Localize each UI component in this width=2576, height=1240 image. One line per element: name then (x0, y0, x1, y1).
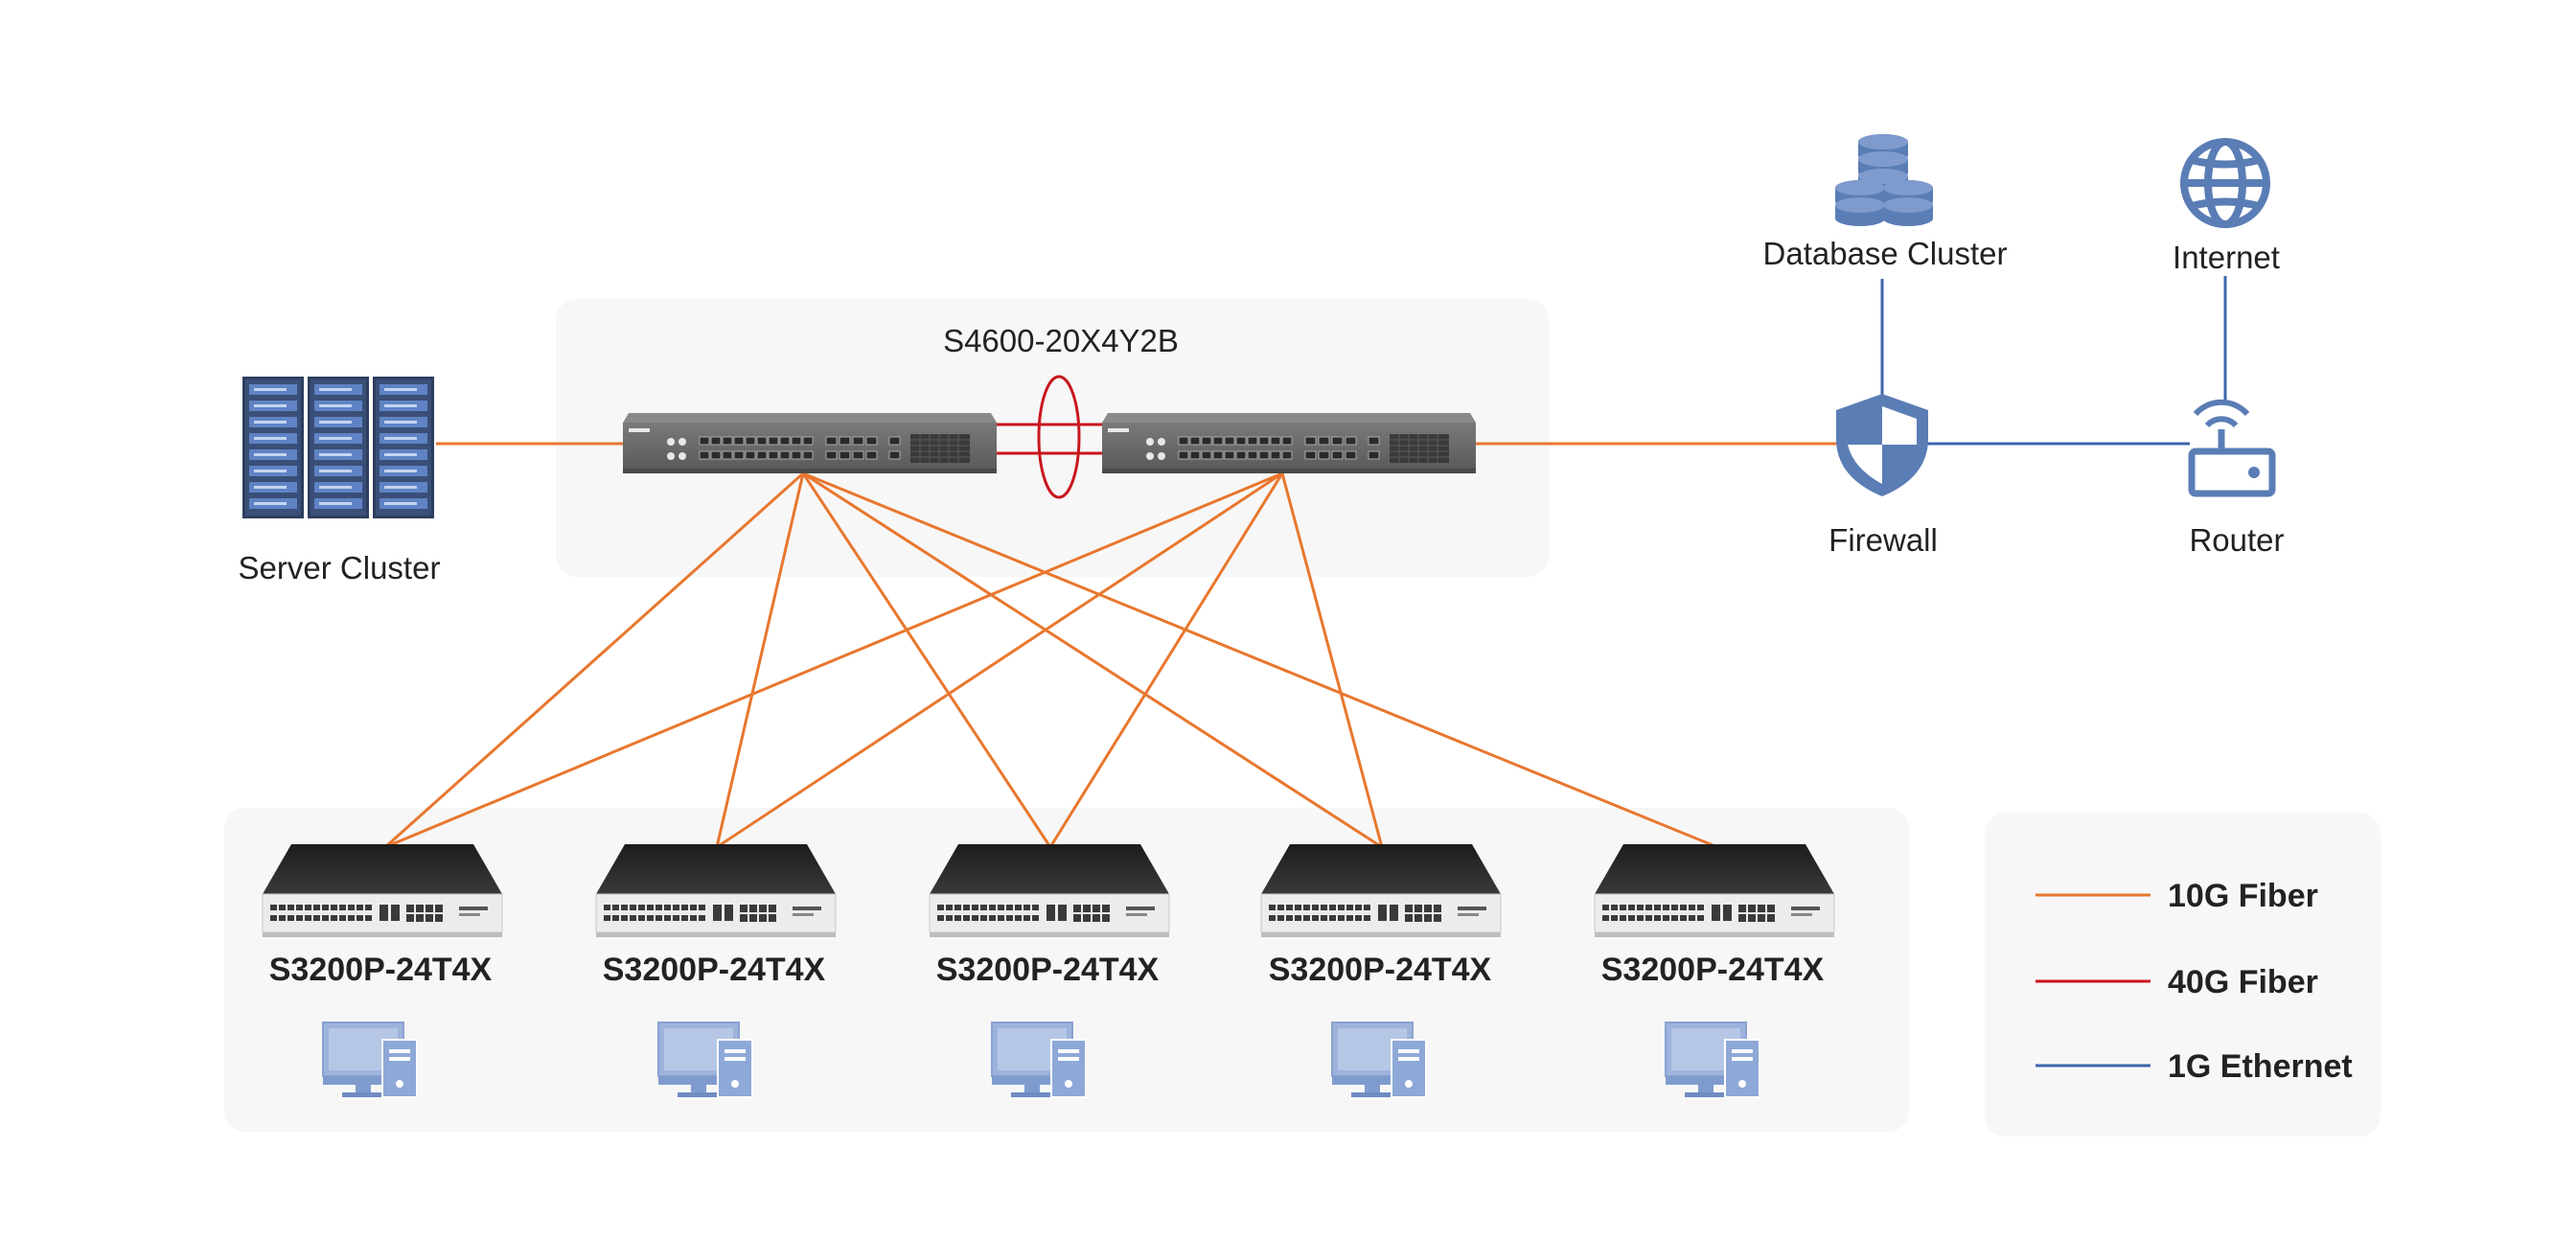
uplink-line (715, 472, 805, 848)
database-icon (1835, 134, 1933, 226)
access-switch-group-5: S3200P-24T4X (1594, 843, 1835, 1098)
access-switch (595, 843, 837, 938)
uplink-line (801, 472, 1052, 848)
access-switch-group-2: S3200P-24T4X (595, 843, 837, 1098)
server-cluster-icon (242, 377, 434, 518)
access-switch-label: S3200P-24T4X (1601, 952, 1825, 988)
core-switch-label: S4600-20X4Y2B (943, 323, 1179, 358)
router-icon (2188, 399, 2276, 497)
access-switch (262, 843, 503, 938)
ethernet-lines (1880, 276, 2227, 446)
router-label: Router (2189, 522, 2284, 558)
core-switch-2 (1101, 412, 1477, 474)
internet-label: Internet (2173, 240, 2280, 275)
uplink-line (802, 471, 1383, 849)
access-switch (929, 843, 1170, 938)
legend-label-1g: 1G Ethernet (2168, 1048, 2353, 1085)
access-switch-label: S3200P-24T4X (1269, 952, 1492, 988)
uplink-line (802, 471, 1718, 849)
access-switch (1594, 843, 1835, 938)
uplink-line (383, 471, 805, 849)
access-switch-label: S3200P-24T4X (269, 952, 493, 988)
core-switch-1 (622, 412, 998, 474)
access-switch-label: S3200P-24T4X (603, 952, 826, 988)
core-panel (556, 299, 1549, 577)
lag-ellipse (1037, 375, 1081, 499)
legend: 10G Fiber 40G Fiber 1G Ethernet (2036, 878, 2353, 1085)
database-cluster-label: Database Cluster (1763, 236, 2008, 271)
uplink-line (1280, 472, 1384, 848)
globe-icon (2180, 138, 2270, 228)
uplink-line (384, 471, 1283, 849)
access-switch-group-1: S3200P-24T4X (262, 843, 503, 1098)
legend-label-40g: 40G Fiber (2168, 964, 2318, 1000)
uplink-line (716, 471, 1283, 849)
firewall-label: Firewall (1828, 522, 1938, 558)
firewall-shield-icon (1836, 394, 1928, 496)
access-switch-group-4: S3200P-24T4X (1260, 843, 1502, 1098)
legend-label-10g: 10G Fiber (2168, 878, 2318, 914)
access-switch-group-3: S3200P-24T4X (929, 843, 1170, 1098)
uplink-lines (383, 471, 1718, 849)
access-switch (1260, 843, 1502, 938)
access-switch-label: S3200P-24T4X (936, 952, 1160, 988)
server-cluster-label: Server Cluster (239, 550, 441, 586)
uplink-line (1048, 472, 1284, 848)
